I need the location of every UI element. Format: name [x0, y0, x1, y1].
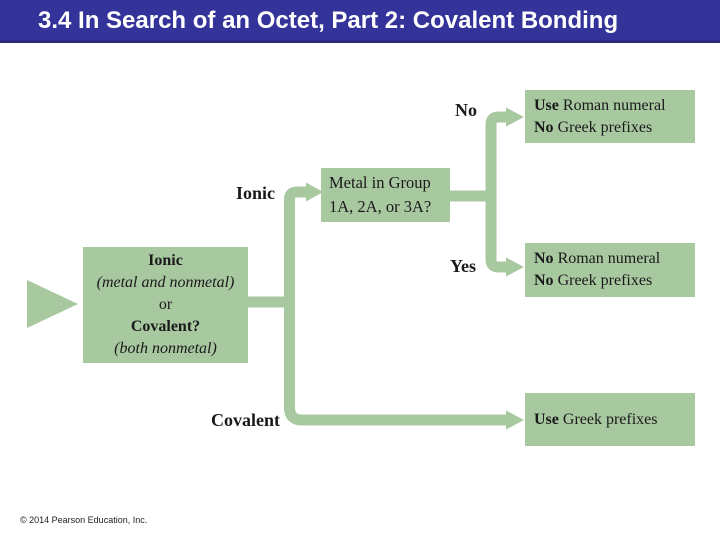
- yes-box-line2-bold: No: [534, 272, 554, 289]
- ionic-branch-label: Ionic: [236, 183, 276, 203]
- no-branch-label: No: [455, 100, 477, 120]
- copyright-text: © 2014 Pearson Education, Inc.: [20, 515, 148, 525]
- page-title: 3.4 In Search of an Octet, Part 2: Coval…: [38, 7, 619, 34]
- covalent-box-bold: Use: [534, 410, 559, 428]
- no-box-line1-bold: Use: [534, 96, 559, 114]
- no-box-line2-rest: Greek prefixes: [553, 118, 653, 136]
- arrow-right-icon-no: [506, 107, 524, 127]
- arrow-right-icon-covalent: [506, 410, 524, 430]
- yes-box-line2-rest: Greek prefixes: [553, 272, 653, 289]
- start-box-line: or: [158, 296, 173, 313]
- arrow-right-icon-ionic: [306, 182, 323, 202]
- no-box-line2: No Greek prefixes: [534, 117, 695, 139]
- start-box-line: (metal and nonmetal): [96, 274, 235, 291]
- covalent-branch-label: Covalent: [211, 410, 280, 430]
- start-box-line: (both nonmetal): [114, 340, 217, 357]
- covalent-box-rest: Greek prefixes: [558, 410, 658, 428]
- connector-yes-branch: [485, 196, 507, 273]
- arrow-right-icon-yes: [506, 257, 524, 277]
- connector-covalent-branch: [284, 302, 507, 426]
- yes-box-line1: No Roman numeral: [534, 248, 695, 270]
- connector-no-branch: [485, 111, 507, 196]
- start-box-line: Covalent?: [130, 318, 201, 335]
- use-roman-numeral-box: Use Roman numeral No Greek prefixes: [525, 90, 695, 143]
- no-box-line1: Use Roman numeral: [534, 95, 695, 117]
- metal-group-question-box: Metal in Group 1A, 2A, or 3A?: [321, 168, 450, 222]
- covalent-box-line: Use Greek prefixes: [534, 409, 695, 431]
- question-box-line: Metal in Group: [329, 173, 431, 192]
- yes-box-line2: No Greek prefixes: [534, 270, 695, 292]
- no-roman-numeral-box: No Roman numeral No Greek prefixes: [525, 243, 695, 297]
- yes-box-line1-bold: No: [534, 250, 554, 267]
- connector-ionic-branch: [284, 186, 307, 302]
- start-pointer-triangle-icon: [27, 280, 78, 328]
- question-box-line: 1A, 2A, or 3A?: [329, 197, 432, 216]
- use-greek-prefixes-box: Use Greek prefixes: [525, 393, 695, 446]
- start-box-line: Ionic: [148, 252, 183, 269]
- slide-header-bar: 3.4 In Search of an Octet, Part 2: Coval…: [0, 0, 720, 43]
- no-box-line2-bold: No: [534, 118, 554, 136]
- yes-box-line1-rest: Roman numeral: [553, 250, 661, 267]
- no-box-line1-rest: Roman numeral: [558, 96, 666, 114]
- ionic-or-covalent-box: Ionic (metal and nonmetal) or Covalent? …: [83, 247, 248, 363]
- yes-branch-label: Yes: [450, 256, 476, 276]
